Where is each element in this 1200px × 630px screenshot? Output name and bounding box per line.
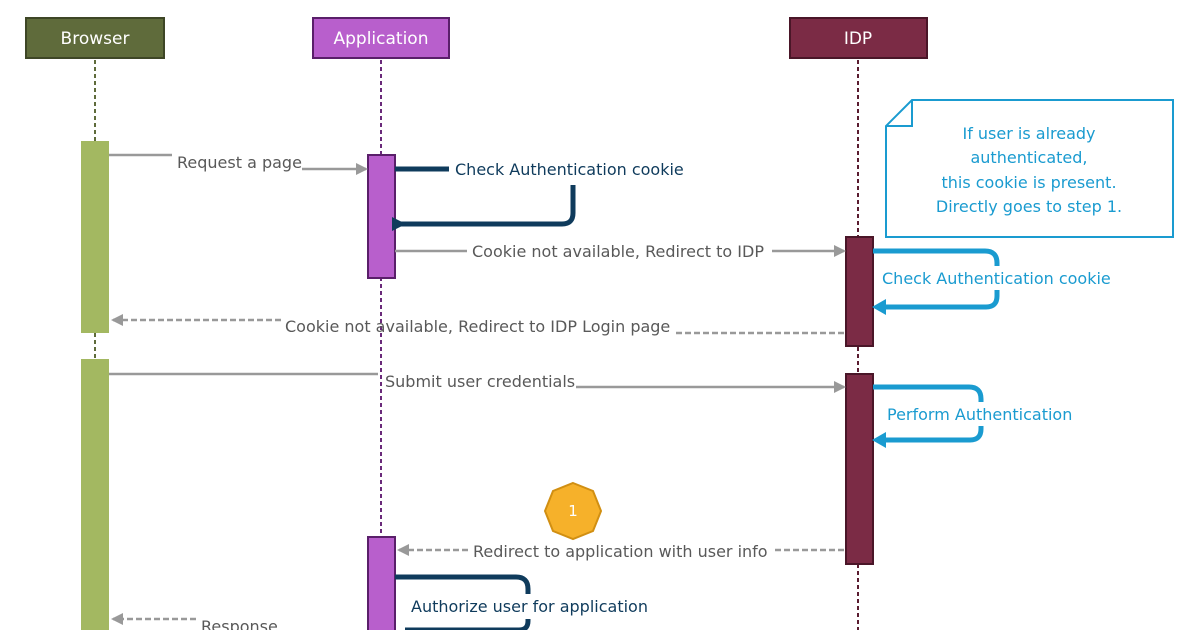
submit-credentials-label: Submit user credentials <box>385 372 575 391</box>
note-line-4: Directly goes to step 1. <box>936 197 1122 216</box>
message-redirect-login-page: Cookie not available, Redirect to IDP Lo… <box>111 314 844 336</box>
application-activation-1 <box>367 154 396 279</box>
idp-activation-2 <box>845 373 874 565</box>
self-call-check-cookie-idp: Check Authentication cookie <box>872 248 1111 315</box>
self-call-check-cookie-app: Check Authentication cookie <box>392 160 684 231</box>
participant-browser: Browser <box>25 17 165 59</box>
request-page-label: Request a page <box>177 153 302 172</box>
step-badge-label: 1 <box>568 502 578 520</box>
note-line-3: this cookie is present. <box>941 173 1116 192</box>
participant-browser-label: Browser <box>61 29 130 49</box>
browser-activation-1 <box>81 141 109 333</box>
self-call-perform-authentication: Perform Authentication <box>872 384 1072 448</box>
check-cookie-idp-label: Check Authentication cookie <box>882 269 1111 288</box>
participant-idp-label: IDP <box>844 29 872 49</box>
response-label: Response <box>201 617 278 630</box>
participant-application-label: Application <box>334 29 429 49</box>
check-cookie-app-label: Check Authentication cookie <box>455 160 684 179</box>
note-line-1: If user is already <box>962 124 1095 143</box>
redirect-login-page-label: Cookie not available, Redirect to IDP Lo… <box>285 317 670 336</box>
note-line-2: authenticated, <box>970 148 1087 167</box>
note-cookie-present: If user is already authenticated, this c… <box>885 99 1174 238</box>
message-redirect-app-user-info: Redirect to application with user info <box>397 542 844 561</box>
message-submit-credentials: Submit user credentials <box>109 372 846 393</box>
step-badge: 1 <box>543 481 603 541</box>
idp-activation-1 <box>845 236 874 347</box>
perform-authentication-label: Perform Authentication <box>887 405 1072 424</box>
authorize-user-label: Authorize user for application <box>411 597 648 616</box>
browser-activation-2 <box>81 359 109 630</box>
participant-application: Application <box>312 17 450 59</box>
application-activation-2 <box>367 536 396 630</box>
message-response: Response <box>111 613 278 630</box>
self-call-authorize-user: Authorize user for application <box>395 574 648 630</box>
redirect-app-user-info-label: Redirect to application with user info <box>473 542 768 561</box>
message-request-page: Request a page <box>109 153 368 175</box>
message-redirect-to-idp: Cookie not available, Redirect to IDP <box>395 242 846 261</box>
participant-idp: IDP <box>789 17 928 59</box>
redirect-to-idp-label: Cookie not available, Redirect to IDP <box>472 242 764 261</box>
